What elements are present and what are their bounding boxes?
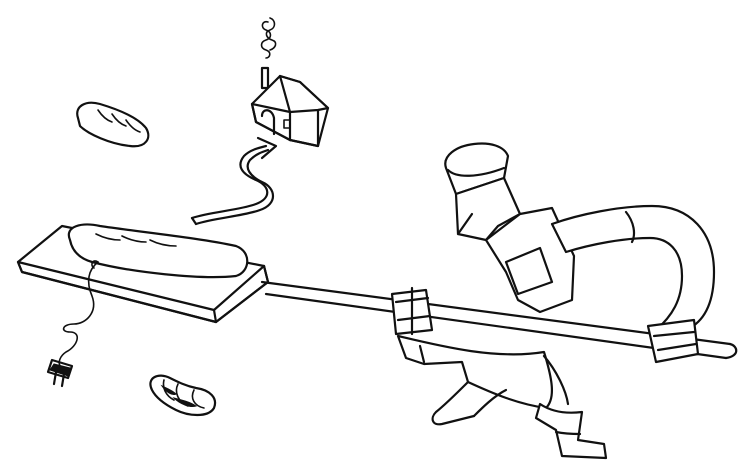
house xyxy=(250,66,330,148)
small-bread-loaf xyxy=(76,101,150,148)
baker-figure xyxy=(390,142,716,460)
power-cord xyxy=(58,260,99,367)
plug-icon xyxy=(46,358,74,388)
wavy-arrow xyxy=(190,136,278,226)
chimney-smoke xyxy=(260,17,277,59)
croissant xyxy=(149,374,217,417)
